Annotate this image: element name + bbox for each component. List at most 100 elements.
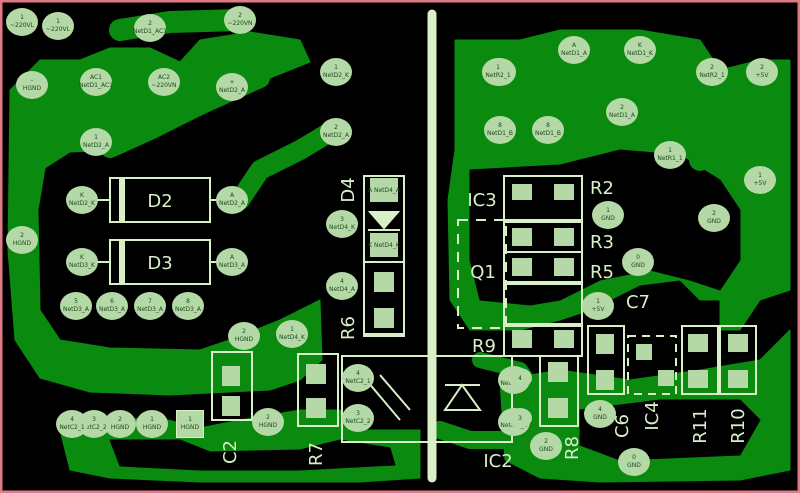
pad-number: 8 xyxy=(498,122,502,129)
pad-net: NetD3_A xyxy=(99,306,126,313)
pad-net: NetD3_A xyxy=(219,262,246,269)
through-hole-pad: +NetD2_A xyxy=(216,73,248,101)
label-c7: C7 xyxy=(626,292,650,313)
smd-pad: NetR9_1 xyxy=(512,330,532,348)
pad-copper xyxy=(654,141,686,169)
pad-net: HGND xyxy=(111,424,130,431)
pad-copper xyxy=(60,292,92,320)
pad-copper xyxy=(228,322,260,350)
through-hole-pad: 1+5V xyxy=(744,166,776,194)
pad-copper xyxy=(746,58,778,86)
pad-net: HGND xyxy=(235,336,254,343)
pad-net: HGND xyxy=(143,424,162,431)
pad-number: 1 xyxy=(668,147,672,154)
label-r11: R11 xyxy=(690,408,711,443)
d4-pad xyxy=(370,233,398,257)
smd-pad: NetR8_2 xyxy=(548,398,568,418)
pad-number: 4 xyxy=(340,278,344,285)
label-r3: R3 xyxy=(590,232,614,253)
pad-copper xyxy=(104,410,136,438)
d4-triangle xyxy=(367,211,401,230)
smd-pad: NetC2_2 xyxy=(222,396,240,416)
pad-number: K xyxy=(80,254,85,261)
pad-number: A xyxy=(230,192,235,199)
smd-pad: NetIC4_1 xyxy=(636,344,652,360)
ic4-outline xyxy=(627,335,677,395)
smd-pad: NetC6_1 xyxy=(596,334,614,354)
label-d2: D2 xyxy=(147,191,172,212)
trace-d2a-lower xyxy=(230,122,340,210)
pad-number: 6 xyxy=(110,298,114,305)
pad-number: - xyxy=(31,77,33,84)
pad-number: A xyxy=(572,42,577,49)
pad-number: 2 xyxy=(118,416,122,423)
pad-number: 3 xyxy=(356,410,360,417)
pad-net: GND xyxy=(539,446,553,453)
pad-net: +5V xyxy=(592,306,606,313)
label-r8: R8 xyxy=(562,436,583,460)
smd-pad: NetR7_2 xyxy=(306,398,326,418)
through-hole-pad: 1~220VL xyxy=(42,12,74,40)
through-hole-pad: 2+5V xyxy=(746,58,778,86)
ic2-outline xyxy=(341,355,513,443)
r10-outline xyxy=(719,325,757,395)
pad-number: A NetD4_A xyxy=(368,187,401,194)
label-d3: D3 xyxy=(147,253,172,274)
pad-number: 2 xyxy=(712,210,716,217)
pad-copper xyxy=(320,118,352,146)
label-ic4: IC4 xyxy=(642,401,663,430)
pad-net: NetR2_1 xyxy=(485,72,511,79)
pad-copper xyxy=(136,410,168,438)
pad-copper xyxy=(224,6,256,34)
ic2-pad xyxy=(508,408,532,428)
pad-number: 4 xyxy=(598,406,602,413)
pad-copper xyxy=(6,226,38,254)
pad-net: NetD4_A xyxy=(329,286,356,293)
designator-labels: D2 D3 D4 IC3 Q1 R2 R3 R5 C7 R9 R6 C2 R7 … xyxy=(147,177,749,472)
pad-number: 8 xyxy=(186,298,190,305)
d4-pad xyxy=(370,178,398,202)
pad-copper xyxy=(16,71,48,99)
pad-net: +5V xyxy=(754,180,768,187)
pad-net: NetD2_K xyxy=(323,72,350,79)
pad-number: 1 xyxy=(596,298,600,305)
pad-copper xyxy=(558,36,590,64)
pad-net: NetD3_A xyxy=(175,306,202,313)
pad-copper xyxy=(42,12,74,40)
pad-copper xyxy=(342,404,374,432)
pad-copper xyxy=(622,248,654,276)
pad-number: 2 xyxy=(620,104,624,111)
smd-pad: NetR7_1 xyxy=(306,364,326,384)
pad-number: 1 xyxy=(606,207,610,214)
pad-net: NetD1_AC1 xyxy=(133,28,167,35)
pad-copper xyxy=(592,201,624,229)
label-r2: R2 xyxy=(590,178,614,199)
smd-pad: NetR11_1 xyxy=(688,334,708,352)
smd-pads: NetC2_1NetC2_2NetD4_ANetD4_KNetR6_1NetR6… xyxy=(222,178,748,428)
pad-net: GND xyxy=(631,262,645,269)
pad-net: NetD4_K xyxy=(329,224,356,231)
copper-void-bottom xyxy=(109,439,396,471)
label-c6: C6 xyxy=(612,414,633,438)
pad-number: K xyxy=(80,192,85,199)
pad-number: 1 xyxy=(496,64,500,71)
pad-net: NetD3_A xyxy=(63,306,90,313)
pad-net: GND xyxy=(601,215,615,222)
